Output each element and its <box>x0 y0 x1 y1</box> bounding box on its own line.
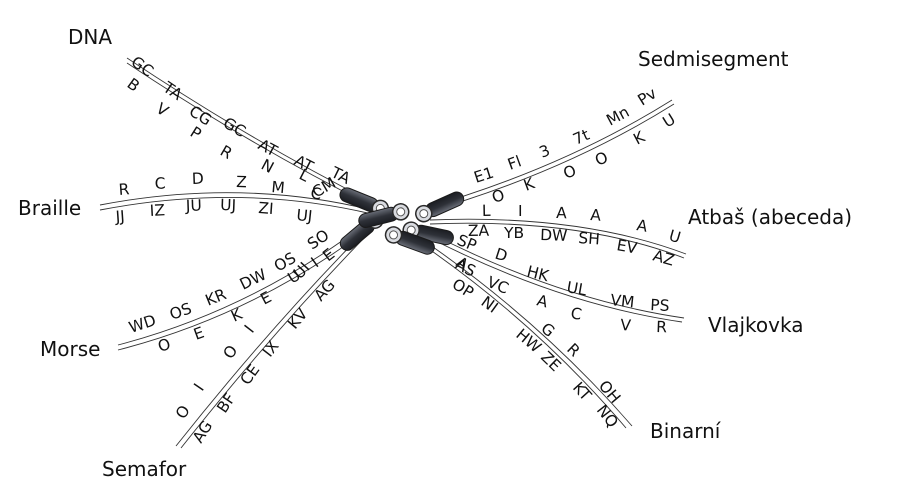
branch-label-sedmisegment: Sedmisegment <box>638 47 789 71</box>
glyph: HK <box>525 262 551 285</box>
glyph: K <box>630 127 648 148</box>
glyph: SH <box>578 229 601 248</box>
branch-atbas: Atbaš (abeceda) L I A A A U ZA YB DW SH … <box>429 202 852 270</box>
branch-label-braille: Braille <box>18 196 81 220</box>
glyph: U <box>660 110 679 131</box>
branch-semafor: Semafor O I O I UI AG BF CE IX KV AG <box>102 235 365 481</box>
glyph: KT <box>569 379 595 405</box>
glyph: C <box>309 184 322 203</box>
branch-label-semafor: Semafor <box>102 457 187 481</box>
zipper-slider-icon-3 <box>415 191 465 223</box>
glyph: Fl <box>505 152 524 173</box>
glyph: PS <box>650 296 670 315</box>
glyph: OS <box>167 299 194 323</box>
glyph: A <box>635 216 649 236</box>
glyph: D <box>493 245 510 266</box>
glyph: JU <box>185 196 203 215</box>
glyph: Pv <box>635 84 660 109</box>
glyph: R <box>217 142 236 163</box>
glyph: O <box>490 186 507 207</box>
glyph: R <box>118 180 130 199</box>
glyph: UL <box>565 278 588 299</box>
glyph: M <box>271 178 286 197</box>
glyph: L <box>482 202 491 220</box>
glyph: EV <box>615 236 639 257</box>
glyph: A <box>535 291 550 311</box>
glyph: V <box>153 99 172 120</box>
glyph: OP <box>449 275 477 302</box>
glyph: 3 <box>537 141 553 161</box>
glyph: YB <box>503 224 524 242</box>
glyph: E <box>191 323 206 343</box>
glyph: ZI <box>258 199 274 218</box>
glyph: A <box>556 204 568 222</box>
glyph: C <box>154 174 166 193</box>
glyph: O <box>592 148 610 169</box>
glyph: ZA <box>468 222 490 240</box>
glyph: C <box>569 304 583 324</box>
glyph: IX <box>259 337 283 360</box>
branch-label-atbas: Atbaš (abeceda) <box>688 205 852 229</box>
glyph: E <box>257 288 274 308</box>
glyph: BF <box>213 390 239 416</box>
glyph: 7t <box>570 126 592 149</box>
branch-sedmisegment: Sedmisegment E1 Fl 3 7t Mn Pv O K O O K … <box>417 47 789 215</box>
glyph: Z <box>236 173 247 191</box>
glyph: I <box>241 322 258 337</box>
branch-morse: Morse WD OS KR DW OS SO O E K E U I E <box>40 221 373 361</box>
glyph: OH <box>595 377 624 407</box>
glyph: WD <box>127 311 159 337</box>
glyph: D <box>192 170 205 188</box>
glyph: AG <box>189 418 216 446</box>
glyph: KV <box>284 305 311 333</box>
branch-binarni: Binarní A OP NI G R OH HW ZE KT NQ <box>415 237 722 443</box>
glyph: R <box>656 318 668 336</box>
branch-dna: DNA GC TA CG GC AT AT TA CM B V P R N L <box>68 25 373 207</box>
glyph: A <box>590 206 602 225</box>
glyph: UJ <box>296 206 314 226</box>
glyph: AG <box>311 276 339 305</box>
branch-label-binarni: Binarní <box>650 419 722 443</box>
zipper-slider-icon-5 <box>384 226 435 255</box>
branch-label-dna: DNA <box>68 25 112 49</box>
glyph: O <box>172 402 194 422</box>
glyph: B <box>124 75 143 96</box>
glyph: CE <box>237 361 264 388</box>
glyph: G <box>537 319 558 341</box>
glyph: JJ <box>114 207 125 226</box>
glyph: R <box>563 340 583 361</box>
glyph: DW <box>540 226 568 245</box>
glyph: V <box>620 316 632 335</box>
glyph: P <box>187 123 204 143</box>
branch-vlajkovka: Vlajkovka SP D HK UL VM PS AS VC A C V R <box>425 231 803 337</box>
glyph: I <box>518 202 523 220</box>
glyph: O <box>156 335 173 356</box>
glyph: IZ <box>149 201 165 220</box>
glyph: SP <box>455 231 480 255</box>
glyph: O <box>220 342 242 362</box>
glyph: I <box>190 380 207 394</box>
glyph: VM <box>610 291 636 311</box>
glyph: KR <box>203 285 229 310</box>
zipper-slider-icon-6 <box>358 203 410 229</box>
glyph: O <box>561 161 579 182</box>
glyph: UJ <box>220 196 237 215</box>
glyph: NQ <box>593 401 622 431</box>
glyph: ZE <box>537 348 564 375</box>
branch-braille: Braille R C D Z M C JJ IZ JU UJ ZI UJ <box>18 170 373 226</box>
glyph: N <box>258 156 277 177</box>
glyph: U <box>667 227 683 247</box>
glyph: AZ <box>651 247 676 270</box>
branch-label-morse: Morse <box>40 337 100 361</box>
branch-label-vlajkovka: Vlajkovka <box>708 313 803 337</box>
glyph: E1 <box>472 164 496 187</box>
glyph: K <box>521 174 537 195</box>
